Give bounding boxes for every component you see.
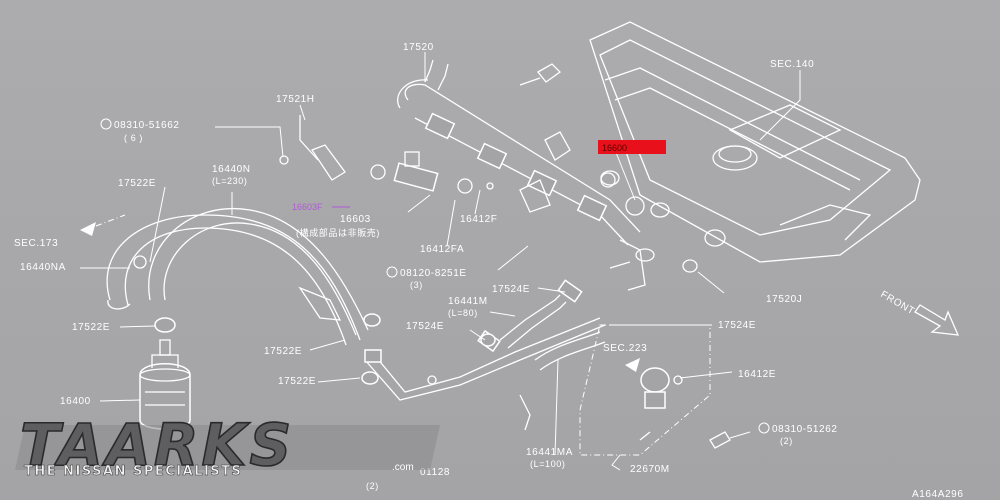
figure-code: A164A296 bbox=[912, 489, 964, 500]
logo-domain: .com bbox=[392, 462, 414, 473]
label-16412e: 16412E bbox=[738, 369, 776, 380]
logo-tagline: THE NISSAN SPECIALISTS bbox=[24, 464, 242, 479]
label-08120-8251e-qty: (3) bbox=[410, 280, 423, 290]
label-17520: 17520 bbox=[403, 42, 434, 53]
label-17524e-c: 17524E bbox=[718, 320, 756, 331]
label-16441m: 16441M bbox=[448, 296, 488, 307]
label-sec173: SEC.173 bbox=[14, 238, 58, 249]
label-16603-note: (構成部品は非販売) bbox=[296, 227, 380, 238]
label-16412f: 16412F bbox=[460, 214, 498, 225]
sec173-arrow-icon bbox=[80, 214, 126, 236]
bracket-17521h bbox=[279, 115, 346, 181]
leader-lines bbox=[80, 52, 801, 471]
label-16603: 16603 bbox=[340, 214, 371, 225]
label-17524e-b: 17524E bbox=[406, 321, 444, 332]
clamps bbox=[154, 313, 496, 385]
label-16412fa: 16412FA bbox=[420, 244, 464, 255]
highlight-red-box bbox=[598, 140, 666, 154]
label-01128-qty: (2) bbox=[366, 481, 379, 491]
hose-16440 bbox=[106, 208, 369, 346]
label-16441ma: 16441MA bbox=[526, 447, 573, 458]
rocker-cover bbox=[519, 21, 921, 263]
part-labels: SEC.140 17520 17521H 08310-51662 ( 6 ) 1… bbox=[14, 42, 964, 500]
label-front: FRONT bbox=[879, 289, 917, 317]
logo-wordmark: TAARKS bbox=[20, 411, 294, 479]
label-22670m: 22670M bbox=[630, 464, 670, 475]
front-arrow-icon bbox=[914, 304, 960, 336]
bolt-symbol-icon bbox=[758, 422, 770, 434]
highlight-red-label[interactable]: 16600 bbox=[602, 143, 627, 153]
label-sec223: SEC.223 bbox=[603, 343, 647, 354]
fuel-filter bbox=[139, 339, 191, 430]
label-08120-8251e: 08120-8251E bbox=[400, 268, 467, 279]
label-17522e-mid: 17522E bbox=[72, 322, 110, 333]
label-17522e-low: 17522E bbox=[264, 346, 302, 357]
label-sec140: SEC.140 bbox=[770, 59, 814, 70]
taarks-logo: TAARKS THE NISSAN SPECIALISTS .com bbox=[15, 410, 440, 480]
label-16440n-length: (L=230) bbox=[212, 176, 247, 186]
label-16441ma-length: (L=100) bbox=[530, 459, 565, 469]
label-08310-51262-qty: (2) bbox=[780, 436, 793, 446]
label-01128: 01128 bbox=[420, 467, 450, 478]
fuel-rail bbox=[397, 59, 698, 291]
label-08310-51262: 08310-51262 bbox=[772, 424, 838, 435]
label-17520j: 17520J bbox=[766, 294, 802, 305]
label-16440na: 16440NA bbox=[20, 262, 66, 273]
bolt-symbol-icon bbox=[386, 266, 398, 278]
label-08310-51662: 08310-51662 bbox=[114, 120, 180, 131]
label-16441m-length: (L=80) bbox=[448, 308, 478, 318]
label-16400: 16400 bbox=[60, 396, 91, 407]
injector-assembly bbox=[370, 151, 645, 216]
label-17524e-a: 17524E bbox=[492, 284, 530, 295]
highlighted-parts: 16600 16603F bbox=[292, 140, 666, 212]
label-16440n: 16440N bbox=[212, 164, 251, 175]
label-08310-51662-qty: ( 6 ) bbox=[124, 133, 143, 143]
highlight-purple-label[interactable]: 16603F bbox=[292, 202, 323, 212]
label-17521h: 17521H bbox=[276, 94, 315, 105]
label-17522e-top: 17522E bbox=[118, 178, 156, 189]
bolt-symbol-icon bbox=[100, 118, 112, 130]
label-17522e-bot: 17522E bbox=[278, 376, 316, 387]
